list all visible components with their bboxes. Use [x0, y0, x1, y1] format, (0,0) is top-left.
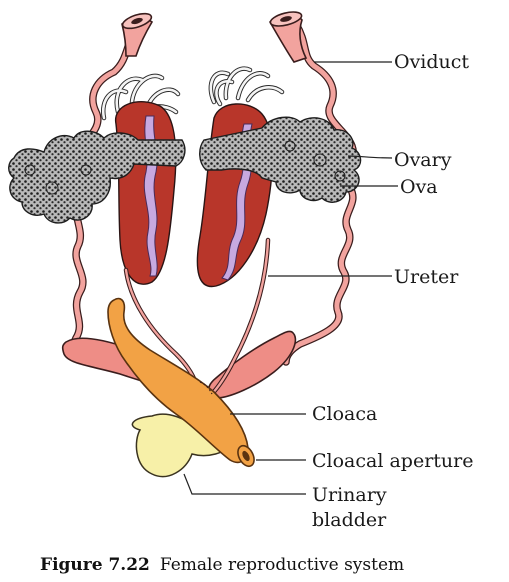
- right-oviduct: [269, 11, 357, 366]
- leader-lines: [183, 61, 398, 495]
- label-cloacal-aperture: Cloacal aperture: [312, 450, 473, 472]
- cloaca: [107, 297, 255, 468]
- figure-caption: Figure 7.22 Female reproductive system: [40, 555, 404, 575]
- urinary-bladder-leader: [183, 473, 306, 495]
- label-urinary-bladder-line2: bladder: [312, 509, 387, 531]
- right-fat-bodies-fill: [209, 67, 284, 106]
- label-urinary-bladder-line1: Urinary: [312, 484, 387, 506]
- label-ureter: Ureter: [394, 266, 459, 288]
- left-kidney: [115, 101, 177, 285]
- left-ovary: [8, 130, 186, 224]
- label-ovary: Ovary: [394, 149, 452, 171]
- label-cloaca: Cloaca: [312, 403, 377, 425]
- label-oviduct: Oviduct: [394, 51, 469, 73]
- figure-number: Figure 7.22: [40, 555, 150, 575]
- right-ovisac: [207, 330, 297, 399]
- ovary-leader: [347, 155, 393, 159]
- label-ova: Ova: [400, 176, 438, 198]
- right-ovary: [199, 116, 362, 203]
- figure-title: Female reproductive system: [160, 555, 404, 575]
